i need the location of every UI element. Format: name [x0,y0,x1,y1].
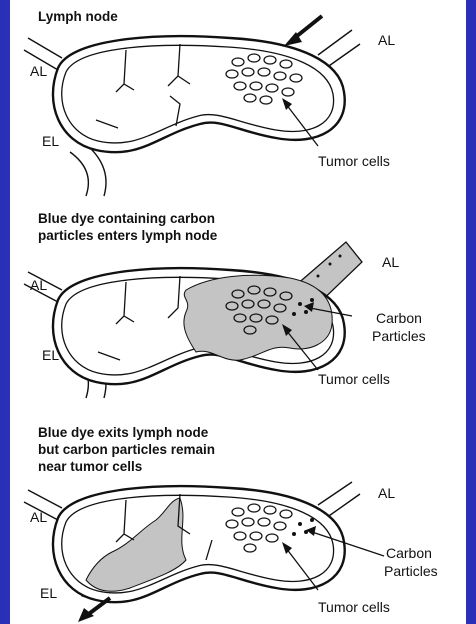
carbon-label-line-2: Particles [384,563,438,579]
stage-3-caption-line-3: near tumor cells [38,459,142,474]
al-left-label: AL [30,63,47,79]
stage-1-caption-line-1: Lymph node [38,9,118,24]
carbon-label-line-1: Carbon [386,545,432,561]
stage-3-caption-line-2: but carbon particles remain [38,442,215,457]
el-label: EL [42,133,59,149]
al-left-label: AL [30,277,47,293]
al-left-label: AL [30,509,47,525]
blue-dye-region [184,275,332,360]
stage-1-lymph-node: Lymph node AL AL EL Tumor cells [24,9,395,196]
al-right-label: AL [382,254,399,270]
el-label: EL [40,585,57,601]
tumor-cells-label: Tumor cells [318,599,390,615]
stage-2-caption-line-1: Blue dye containing carbon [38,211,215,226]
carbon-label-line-1: Carbon [376,310,422,326]
efferent-lymphatic [70,146,106,196]
stage-2-dye-enters: Blue dye containing carbon particles ent… [24,211,426,398]
al-right-label: AL [378,32,395,48]
stage-3-caption-line-1: Blue dye exits lymph node [38,425,209,440]
stage-2-caption-line-2: particles enters lymph node [38,228,218,243]
carbon-label-line-2: Particles [372,328,426,344]
stage-3-dye-exits: Blue dye exits lymph node but carbon par… [24,425,438,622]
al-right-label: AL [378,485,395,501]
el-label: EL [42,347,59,363]
tumor-cells-label: Tumor cells [318,153,390,169]
tumor-cells-label: Tumor cells [318,371,390,387]
